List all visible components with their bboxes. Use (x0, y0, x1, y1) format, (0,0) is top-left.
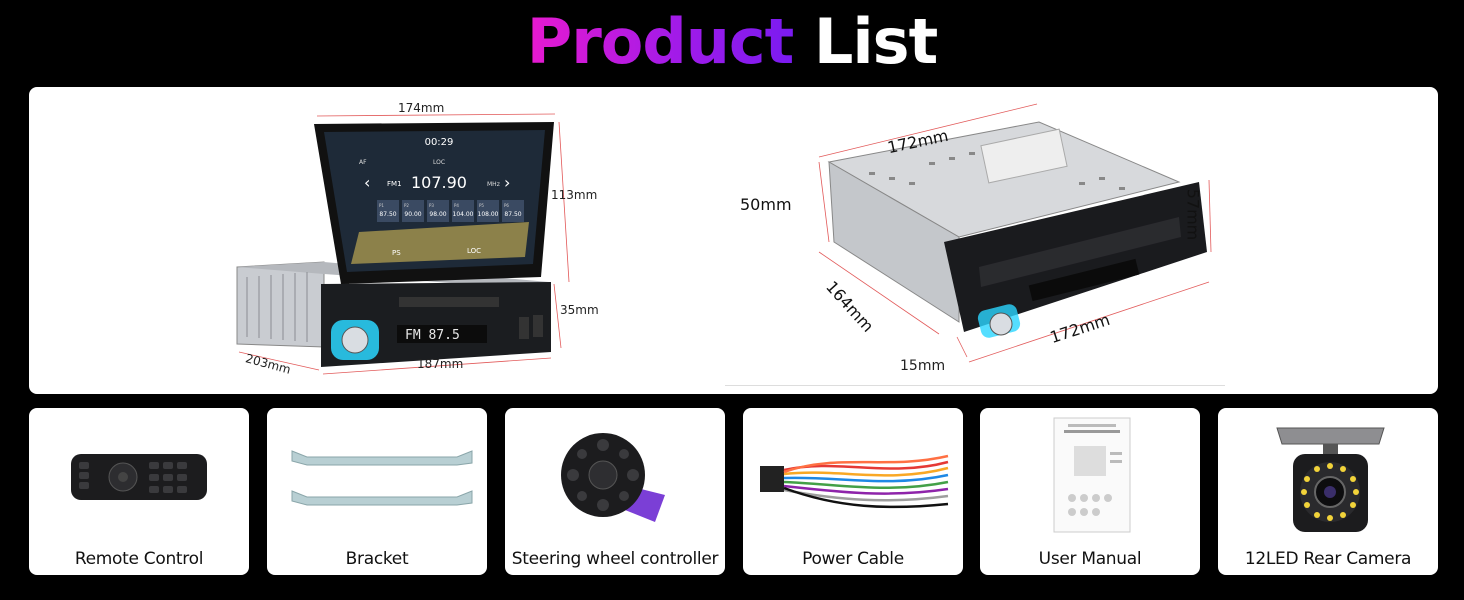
page-title: Product List (0, 6, 1464, 78)
preset-label: P6 (504, 203, 509, 208)
preset-frequency: 87.50 (504, 211, 521, 218)
manual-icon (1053, 417, 1131, 533)
main-product-panel: FM 87.5 00:29 AF LOC FM1 107.90 MHz ‹ › … (29, 87, 1438, 394)
accessory-label: Steering wheel controller (511, 549, 719, 569)
accessory-label: Power Cable (802, 549, 904, 569)
panel-divider (725, 385, 1225, 386)
preset-frequency: 108.00 (478, 211, 499, 218)
preset-label: P3 (429, 203, 434, 208)
svg-text:‹: ‹ (364, 173, 370, 192)
accessory-card-remote: Remote Control (29, 408, 249, 575)
preset-button (427, 200, 449, 222)
dim-width-top: 174mm (398, 101, 445, 115)
preset-frequency: 104.00 (453, 211, 474, 218)
preset-button (377, 200, 399, 222)
accessory-card-steering: Steering wheel controller (505, 408, 725, 575)
preset-button (402, 200, 424, 222)
screen-time: 00:29 (425, 137, 454, 148)
screen-bottom-ps: PS (392, 249, 401, 257)
preset-frequency: 90.00 (404, 211, 421, 218)
accessory-label: User Manual (1038, 549, 1142, 569)
svg-text:›: › (504, 173, 510, 192)
preset-button (477, 200, 499, 222)
bracket-icon (291, 450, 473, 506)
power-cable-icon (760, 454, 949, 509)
screen-unit: MHz (487, 181, 500, 188)
screen-bottom-loc: LOC (467, 247, 481, 255)
accessory-label: Remote Control (74, 549, 204, 569)
steering-controller-icon (561, 433, 665, 522)
screen-loc: LOC (433, 159, 445, 166)
preset-button (502, 200, 524, 222)
dim-chassis-side-height: 50mm (740, 195, 792, 214)
preset-label: P5 (479, 203, 484, 208)
preset-label: P1 (379, 203, 384, 208)
preset-label: P2 (404, 203, 409, 208)
dim-chassis-front-height: 57mm (1183, 188, 1203, 241)
camera-icon (1276, 427, 1385, 532)
title-part-product: Product (526, 5, 795, 78)
screen-af: AF (359, 159, 367, 166)
front-display-text: FM 87.5 (405, 328, 460, 343)
preset-frequency: 87.50 (379, 211, 396, 218)
accessory-label: Bracket (345, 549, 409, 569)
preset-button (452, 200, 474, 222)
screen-frequency: 107.90 (411, 173, 467, 192)
screen-band: FM1 (387, 180, 402, 188)
preset-label: P4 (454, 203, 459, 208)
accessory-card-manual: User Manual (980, 408, 1200, 575)
title-part-list: List (813, 5, 938, 78)
accessory-label: 12LED Rear Camera (1244, 549, 1412, 569)
remote-control-icon (71, 454, 207, 500)
preset-frequency: 98.00 (429, 211, 446, 218)
chassis-illustration (818, 103, 1212, 363)
dim-front-height: 35mm (560, 303, 599, 317)
accessory-card-bracket: Bracket (267, 408, 487, 575)
dim-width-bottom: 187mm (417, 357, 464, 371)
dim-chassis-face: 15mm (900, 358, 946, 374)
accessory-card-camera: 12LED Rear Camera (1218, 408, 1438, 575)
dim-height: 113mm (551, 188, 598, 202)
head-unit-illustration: FM 87.5 00:29 AF LOC FM1 107.90 MHz ‹ › … (236, 113, 570, 375)
accessory-card-power-cable: Power Cable (743, 408, 963, 575)
